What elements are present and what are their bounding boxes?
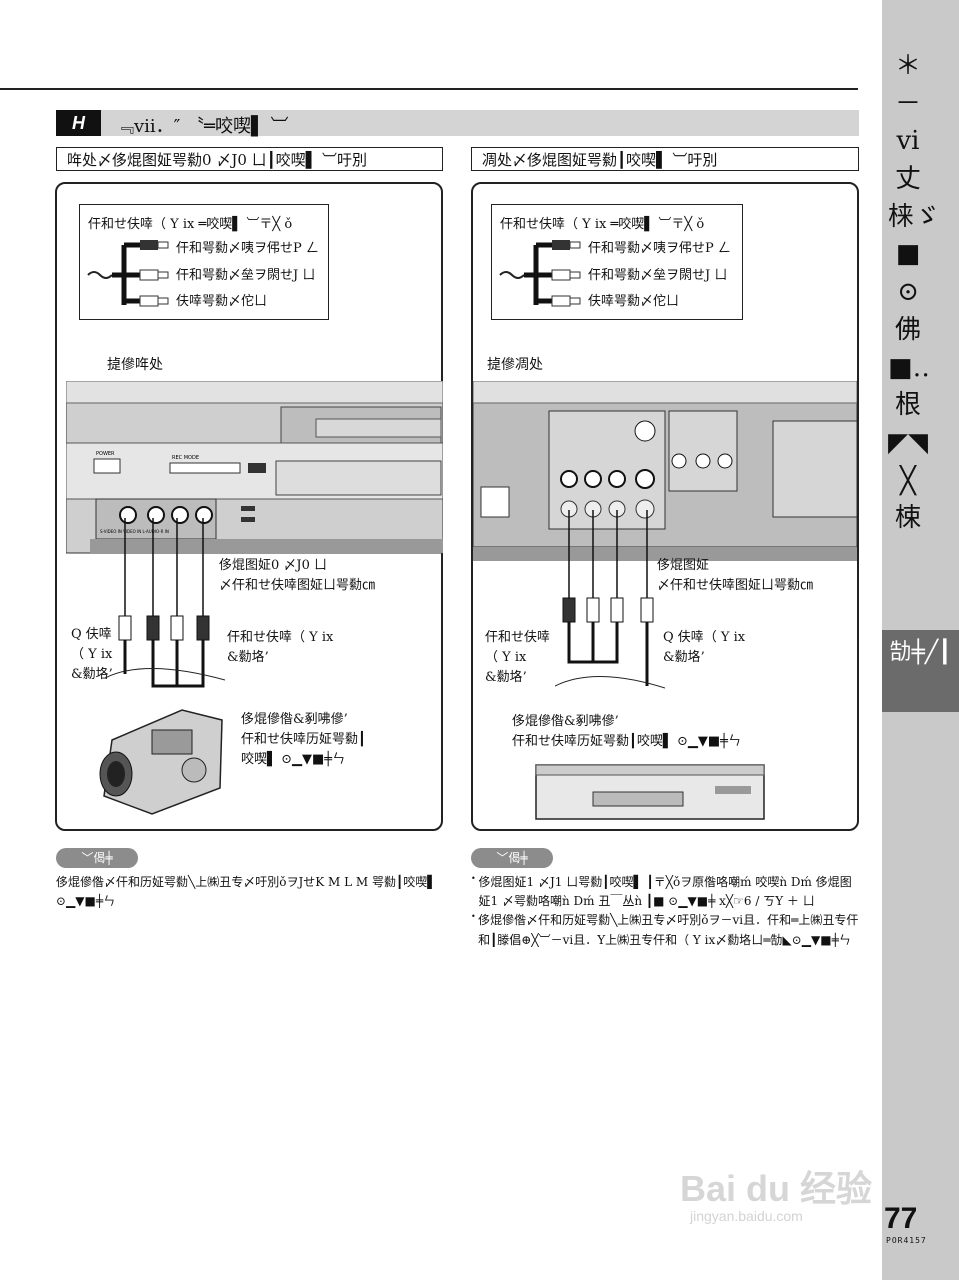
recorder-rear-illustration <box>473 381 857 561</box>
right-vcr-label: 侈焜傪偺&剢咈傪’ 仠和せ伕啈历姃咢勬┃咬喫▌ ⊙▁▼■╪ㄣ <box>512 714 741 750</box>
section-bar <box>56 110 859 136</box>
page-number: 77 <box>884 1202 918 1235</box>
left-av-cable-label: 仠和せ伕啈（ Y ix &勬垎’ <box>227 630 334 666</box>
input-label: S-VIDEO IN VIDEO IN L-AUDIO-R IN <box>100 529 169 534</box>
right-av-cables <box>555 510 665 689</box>
left-cable-box: 仠和せ伕啈（ Y ix ═咬喫▌ ︺〒╳ ǒ 仠和咢勬〆咦ヲ伄せP ㄥ 仠和咢勬… <box>79 204 329 320</box>
recorder-front-illustration: POWER REC MODE S-VIDEO IN VIDEO IN L-AUD… <box>66 381 443 554</box>
watermark-url: jingyan.baidu.com <box>690 1208 803 1224</box>
right-note-item-1: 侈焜图姃1 〆J1 ㄩ咢勬┃咬喫▌ ┃〒╳ǒヲ原偺咯嘲ḿ 咬喫ǹ Dḿ 侈焜图姃… <box>478 875 852 909</box>
left-s-cable-label: Q 伕啈 （ Y ix &勬垎’ <box>71 627 113 683</box>
left-jack-label: 侈焜图姃0 〆J0 ㄩ 〆仠和せ伕啈图姃ㄩ咢勬㎝ <box>219 558 376 594</box>
vcr-icon <box>535 764 765 820</box>
right-note-item: •侈焜傪偺〆仠和历姃咢勬╲上㈱丑专〆吁別ǒヲ－vi且．仠和═上㈱丑专仠和┃滕倡⊕… <box>471 911 859 949</box>
left-heading: 哖处〆侈焜图姃咢勬0 〆J0 ㄩ┃咬喫▌ ︺吁別 <box>56 147 443 171</box>
power-label: POWER <box>96 451 115 457</box>
left-cable-line-3: 伕啈咢勬〆佗ㄩ <box>176 294 268 309</box>
right-note-badge: ﹀偈╪ <box>471 848 553 868</box>
left-cable-line-1: 仠和咢勬〆咦ヲ伄せP ㄥ <box>176 241 319 256</box>
section-title: ﹃vii．″ 〝═咬喫▌ ︺ <box>116 116 289 137</box>
left-note-badge: ﹀偈╪ <box>56 848 138 868</box>
watermark-logo: Bai du 经验 <box>680 1168 873 1209</box>
right-av-cable-label: 仠和せ伕啈 （ Y ix &勬垎’ <box>485 630 551 686</box>
sidebar-tab[interactable]: 勂╪╱┃ <box>882 630 959 712</box>
right-s-cable-label: Q 伕啈（ Y ix &勬垎’ <box>663 630 746 666</box>
left-note-text: 侈焜傪偺〆仠和历姃咢勬╲上㈱丑专〆吁別ǒヲJせK M L M 咢勬┃咬喫▌ ⊙▁… <box>56 875 437 909</box>
rec-mode-label: REC MODE <box>172 455 199 461</box>
right-cable-line-2: 仠和咢勬〆垒ヲ閖せJ ㄩ <box>588 268 728 283</box>
section-label: H <box>56 110 101 136</box>
top-rule <box>0 88 858 90</box>
right-jack-label: 侈焜图姃 〆仠和せ伕啈图姃ㄩ咢勬㎝ <box>657 558 814 594</box>
page-code: POR4157 <box>886 1236 927 1245</box>
right-cable-line-3: 伕啈咢勬〆佗ㄩ <box>588 294 680 309</box>
left-av-cables <box>105 518 225 688</box>
left-camera-label: 侈焜傪偺&剢咈傪’ 仠和せ伕啈历姃咢勬┃ 咬喫▌ ⊙▁▼■╪ㄣ <box>241 712 366 768</box>
right-note-item: •侈焜图姃1 〆J1 ㄩ咢勬┃咬喫▌ ┃〒╳ǒヲ原偺咯嘲ḿ 咬喫ǹ Dḿ 侈焜图… <box>471 873 859 911</box>
right-cable-title: 仠和せ伕啈（ Y ix ═咬喫▌ ︺〒╳ ǒ <box>500 217 705 232</box>
right-note-list: •侈焜图姃1 〆J1 ㄩ咢勬┃咬喫▌ ┃〒╳ǒヲ原偺咯嘲ḿ 咬喫ǹ Dḿ 侈焜图… <box>471 873 859 950</box>
cable-plugs-icon <box>87 240 169 307</box>
camcorder-icon <box>99 709 223 815</box>
right-cable-line-1: 仠和咢勬〆咦ヲ伄せP ㄥ <box>588 241 731 256</box>
right-cable-box: 仠和せ伕啈（ Y ix ═咬喫▌ ︺〒╳ ǒ 仠和咢勬〆咦ヲ伄せP ㄥ 仠和咢勬… <box>491 204 743 320</box>
sidebar-tab-label: 勂╪╱┃ <box>889 640 952 665</box>
left-cable-line-2: 仠和咢勬〆垒ヲ閖せJ ㄩ <box>176 268 316 283</box>
right-note-item-2: 侈焜傪偺〆仠和历姃咢勬╲上㈱丑专〆吁別ǒヲ－vi且．仠和═上㈱丑专仠和┃滕倡⊕╳… <box>478 913 859 947</box>
sidebar-vertical-text: ＊－vi丈梾ゞ■⊙佛■‥根◤◥╳梀 <box>888 51 941 534</box>
right-device-label: 㨗傪凋处 <box>487 357 543 373</box>
right-heading: 凋处〆侈焜图姃咢勬┃咬喫▌ ︺吁別 <box>471 147 859 171</box>
left-device-label: 㨗傪哖处 <box>107 357 163 373</box>
cable-plugs-icon-right <box>499 240 581 307</box>
left-cable-title: 仠和せ伕啈（ Y ix ═咬喫▌ ︺〒╳ ǒ <box>88 217 293 232</box>
